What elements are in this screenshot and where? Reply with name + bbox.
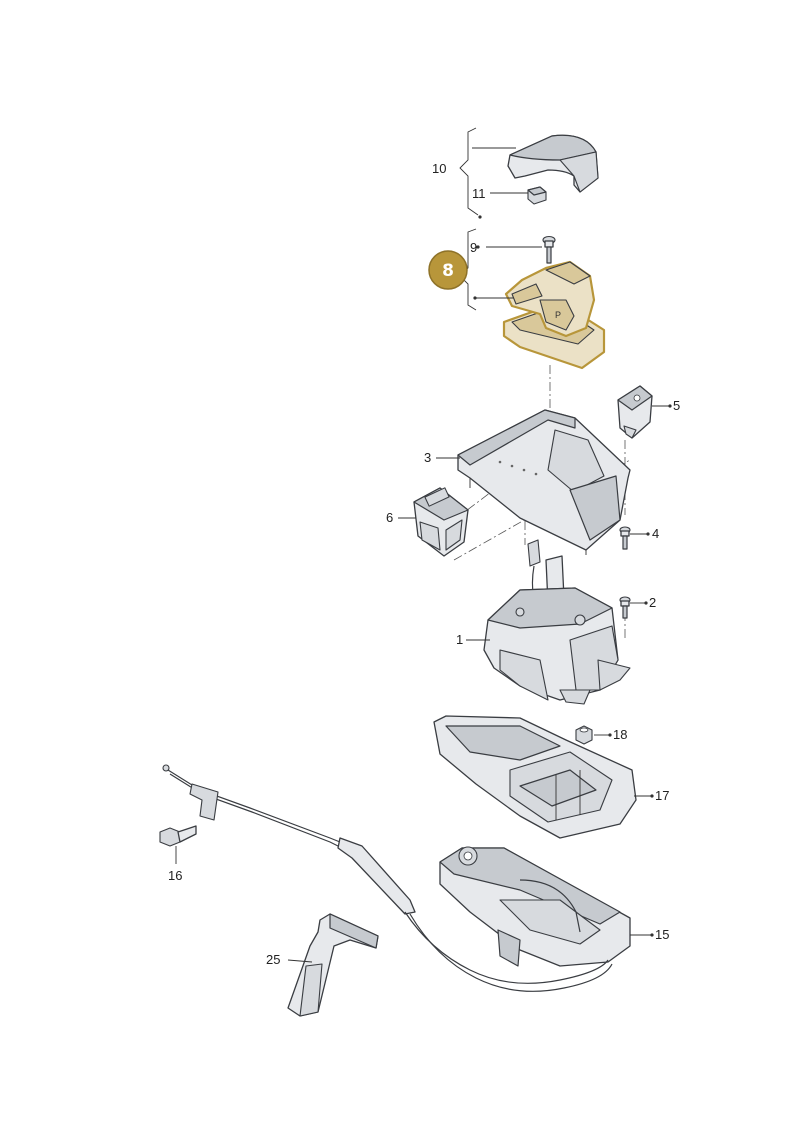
part-18-nut [575,725,593,745]
label-1[interactable]: 1 [456,632,463,647]
label-2[interactable]: 2 [649,595,656,610]
label-9[interactable]: 9 [470,240,477,255]
label-4[interactable]: 4 [652,526,659,541]
part-2-screw [619,596,631,619]
part-10-lever-cap [507,134,599,193]
label-6[interactable]: 6 [386,510,393,525]
part-9-screw [542,235,556,264]
part-labels: 10 11 9 5 3 6 4 2 1 18 17 16 15 25 [168,161,680,967]
part-8-shifter-housing-highlighted: P [502,260,606,370]
label-3[interactable]: 3 [424,450,431,465]
badge-label: 8 [442,261,454,281]
label-16[interactable]: 16 [168,868,182,883]
part-6-switch-module [413,487,469,557]
part-4-screw [619,526,631,550]
part-1-selector-mechanism [483,539,631,705]
label-10[interactable]: 10 [432,161,446,176]
label-15[interactable]: 15 [655,927,669,942]
label-25[interactable]: 25 [266,952,280,967]
label-5[interactable]: 5 [673,398,680,413]
svg-text:P: P [555,310,561,320]
leader-lines [175,127,672,963]
part-15-base-plate [439,846,631,967]
label-18[interactable]: 18 [613,727,627,742]
part-11-clip [527,186,547,205]
highlight-badge-8[interactable]: 8 [428,250,468,290]
label-11[interactable]: 11 [472,186,486,201]
part-17-mounting-tray [433,715,637,839]
part-25-release-tool [287,913,379,1017]
label-17[interactable]: 17 [655,788,669,803]
part-5-button-switch [617,385,653,439]
part-3-trim-cover [457,409,631,555]
part-16-bolt [159,825,197,847]
shift-cable [162,764,613,992]
